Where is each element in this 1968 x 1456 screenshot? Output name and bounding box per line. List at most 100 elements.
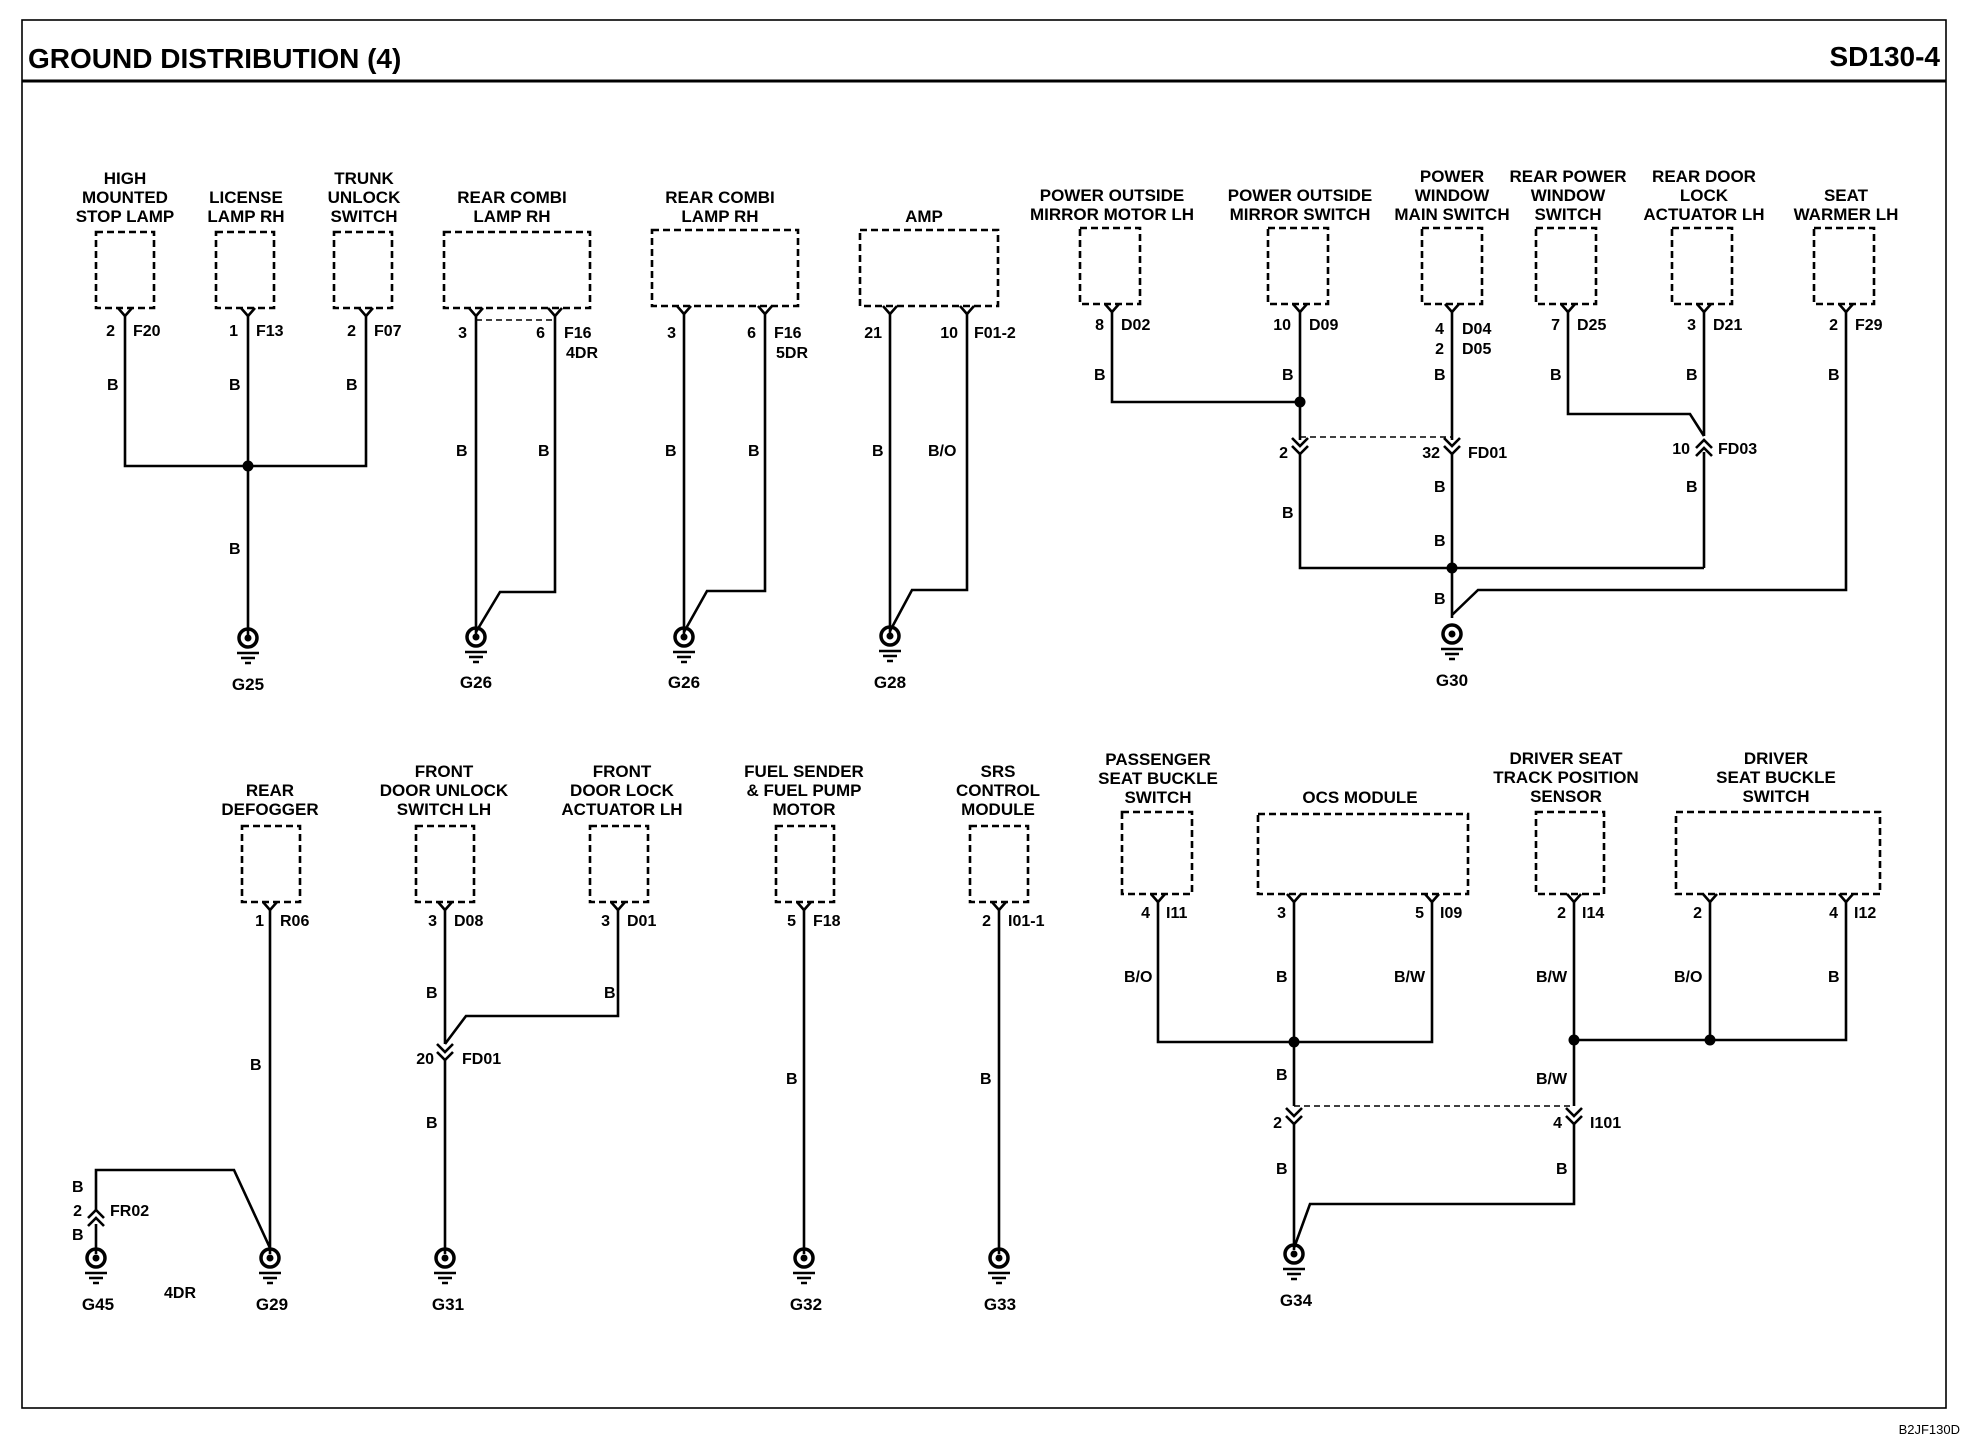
label-mirror-switch-2: MIRROR SWITCH	[1230, 205, 1371, 224]
label-pass-buckle-3: SWITCH	[1124, 788, 1191, 807]
wire-color: B/O	[1124, 969, 1152, 986]
wire-color: B	[346, 377, 358, 394]
pin: 3	[601, 913, 610, 930]
label-ocs-module: OCS MODULE	[1302, 788, 1417, 807]
wire-color: B	[229, 541, 241, 558]
component-box-pass-buckle	[1120, 810, 1194, 896]
component-box-window-main-switch	[1420, 226, 1484, 306]
label-rear-lock-3: ACTUATOR LH	[1643, 205, 1764, 224]
wire-color: B	[426, 1115, 438, 1132]
label-license-1: LICENSE	[209, 188, 283, 207]
pin: 3	[1687, 317, 1696, 334]
pin: 3	[1277, 905, 1286, 922]
pin: 2	[1279, 445, 1288, 462]
ground-symbol	[257, 1247, 283, 1285]
wire-color: B	[107, 377, 119, 394]
component-box-mirror-switch	[1266, 226, 1330, 306]
splice	[1704, 1034, 1716, 1046]
wire-color: B	[748, 443, 760, 460]
connector-f01-2: F01-2	[974, 325, 1016, 342]
wire-color: B	[426, 985, 438, 1002]
component-box-amp	[858, 228, 1000, 308]
wire-color: B	[872, 443, 884, 460]
pin-f13: 1	[229, 323, 238, 340]
label-rear-combi-4dr-2: LAMP RH	[473, 207, 550, 226]
wire-color: B	[665, 443, 677, 460]
label-rear-combi-5dr-1: REAR COMBI	[665, 188, 775, 207]
ground-symbol	[83, 1247, 109, 1285]
connector-d09: D09	[1309, 317, 1338, 334]
wire-color: B/W	[1536, 1071, 1568, 1088]
pin: 5	[1415, 905, 1424, 922]
group-g28: AMP 21 10 F01-2 B B/O G28	[858, 207, 1016, 692]
label-rear-lock-2: LOCK	[1680, 186, 1729, 205]
component-box-srs-module	[968, 824, 1030, 904]
wire-color: B	[604, 985, 616, 1002]
pin: 4	[1435, 321, 1444, 338]
ground-label-g45: G45	[82, 1295, 114, 1314]
component-box-rear-combi-lamp-5dr	[650, 228, 800, 308]
label-front-lock-1: FRONT	[593, 762, 652, 781]
label-rear-lock-1: REAR DOOR	[1652, 167, 1756, 186]
wire-color: B	[1550, 367, 1562, 384]
ground-symbol	[791, 1247, 817, 1285]
ground-label-g26: G26	[460, 673, 492, 692]
ground-label-g26: G26	[668, 673, 700, 692]
connector-d04: D04	[1462, 321, 1491, 338]
wire-color: B	[538, 443, 550, 460]
ground-symbol	[432, 1247, 458, 1285]
wires-g26-5dr	[682, 314, 767, 637]
wire-color: B	[1434, 533, 1446, 550]
pin: 10	[940, 325, 958, 342]
wire-color: B/W	[1394, 969, 1426, 986]
component-box-seat-warmer	[1812, 226, 1876, 306]
label-rear-window-3: SWITCH	[1534, 205, 1601, 224]
pin: 4	[1829, 905, 1838, 922]
pin: 2	[73, 1203, 82, 1220]
wires-g34	[1156, 902, 1848, 1250]
wire-color: B	[1282, 367, 1294, 384]
label-high-mounted-1: HIGH	[104, 169, 147, 188]
connector-fd01: FD01	[462, 1051, 501, 1068]
sheet-frame	[21, 19, 1947, 1409]
connector-d05: D05	[1462, 341, 1491, 358]
connector-fd03: FD03	[1718, 441, 1757, 458]
connector-d02: D02	[1121, 317, 1150, 334]
label-srs-3: MODULE	[961, 800, 1035, 819]
wires-g31	[443, 910, 620, 1254]
label-window-main-1: POWER	[1420, 167, 1484, 186]
pin: 2	[1829, 317, 1838, 334]
ground-label-g28: G28	[874, 673, 906, 692]
page-code: SD130-4	[1829, 41, 1940, 72]
ground-label-g32: G32	[790, 1295, 822, 1314]
label-license-2: LAMP RH	[207, 207, 284, 226]
pin: 21	[864, 325, 882, 342]
wire-color: B	[229, 377, 241, 394]
label-trunk-3: SWITCH	[330, 207, 397, 226]
connector-i101: I101	[1590, 1115, 1621, 1132]
connector-f07: F07	[374, 323, 402, 340]
label-srs-1: SRS	[981, 762, 1016, 781]
wire-color: B	[786, 1071, 798, 1088]
connector-i12: I12	[1854, 905, 1876, 922]
component-box-trunk-unlock-switch	[332, 230, 394, 310]
wires-g25	[123, 316, 368, 638]
label-window-main-2: WINDOW	[1415, 186, 1491, 205]
pin: 2	[982, 913, 991, 930]
group-g25: HIGH MOUNTED STOP LAMP LICENSE LAMP RH T…	[76, 169, 402, 694]
wire-color: B	[1434, 479, 1446, 496]
label-front-lock-3: ACTUATOR LH	[561, 800, 682, 819]
page-title: GROUND DISTRIBUTION (4)	[28, 43, 401, 74]
variant-note-4dr: 4DR	[164, 1285, 196, 1302]
pin: 2	[1435, 341, 1444, 358]
wire-color: B	[250, 1057, 262, 1074]
connector-f16: F16	[774, 325, 802, 342]
wire-color: B	[72, 1179, 84, 1196]
component-box-rear-window-switch	[1534, 226, 1598, 306]
pin-f20: 2	[106, 323, 115, 340]
variant-5dr: 5DR	[776, 345, 808, 362]
label-trunk-1: TRUNK	[334, 169, 394, 188]
group-g26-4dr: REAR COMBI LAMP RH 3 6 F16 4DR B B G26	[442, 188, 598, 692]
label-front-lock-2: DOOR LOCK	[570, 781, 675, 800]
